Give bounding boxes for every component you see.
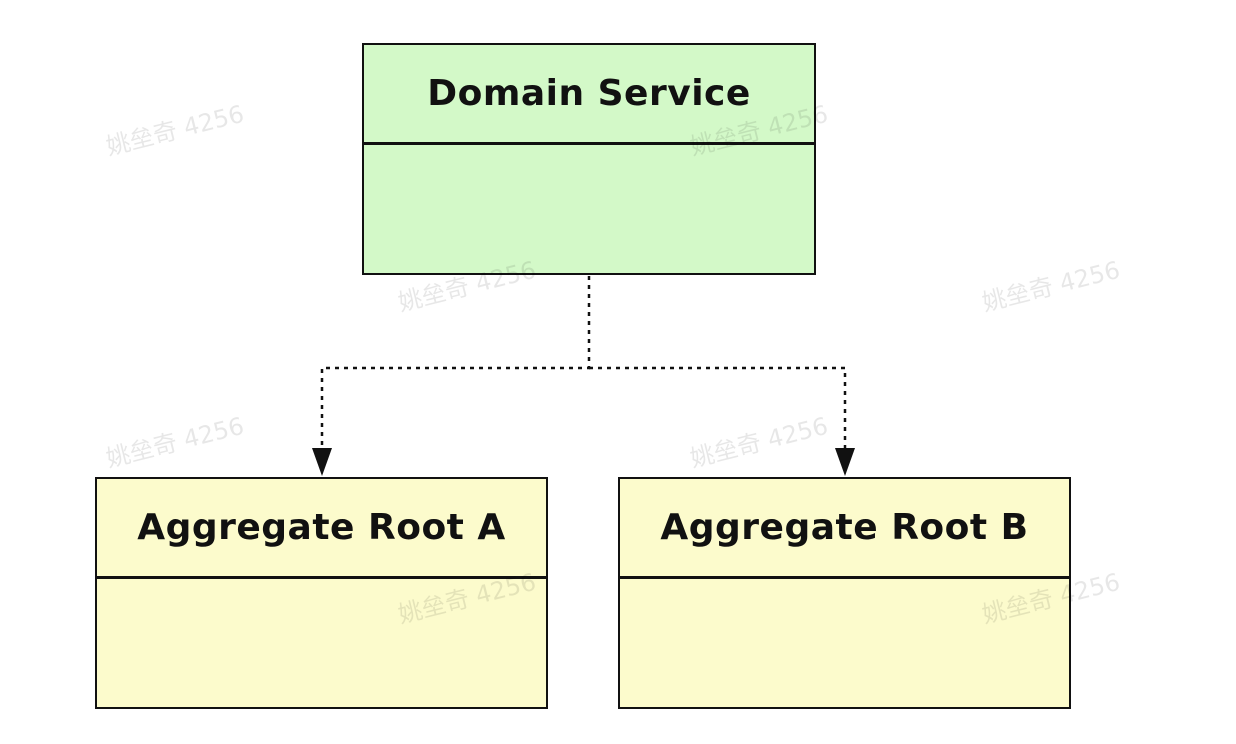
arrowhead-aggregate-b <box>835 448 855 476</box>
aggregate-root-b-box: Aggregate Root B <box>618 477 1071 709</box>
aggregate-root-a-title: Aggregate Root A <box>97 479 546 579</box>
connector-line-domain-service-to-aggregate-a <box>320 276 591 452</box>
connector-line-domain-service-to-aggregate-b <box>589 366 847 452</box>
arrowhead-aggregate-a <box>312 448 332 476</box>
aggregate-root-a-box: Aggregate Root A <box>95 477 548 709</box>
aggregate-root-b-title: Aggregate Root B <box>620 479 1069 579</box>
domain-service-box: Domain Service <box>362 43 816 275</box>
domain-service-title: Domain Service <box>364 45 814 145</box>
